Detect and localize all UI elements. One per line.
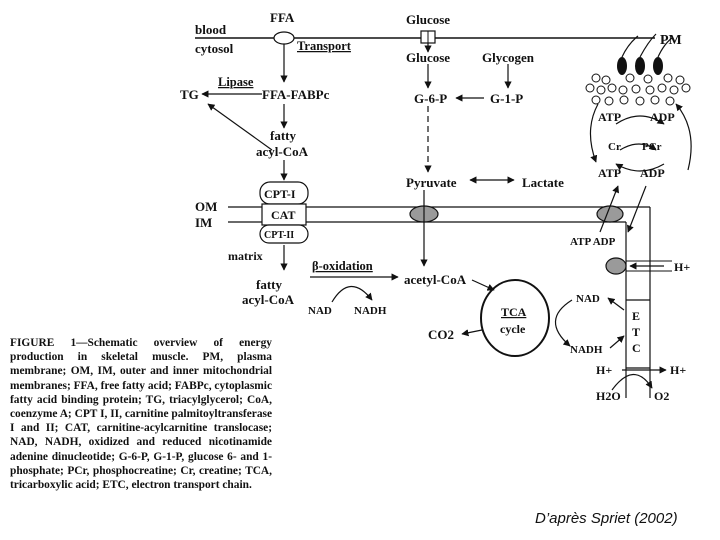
cpt2-box xyxy=(259,224,309,244)
label-etc-c: C xyxy=(632,341,641,355)
label-ffa: FFA xyxy=(270,10,295,25)
label-fatty-1: fatty xyxy=(270,128,296,143)
atp-use-arrow xyxy=(675,103,692,171)
label-o2: O2 xyxy=(654,389,669,403)
water-formation-arrow xyxy=(611,373,653,391)
nad-nadh-left-arrow xyxy=(331,285,373,303)
label-nad-right: NAD xyxy=(576,293,600,305)
label-glycogen: Glycogen xyxy=(482,50,535,65)
nad-nadh-right-arrow xyxy=(554,299,573,347)
label-cytosol: cytosol xyxy=(195,41,234,56)
label-pcr: PCr xyxy=(642,141,662,153)
label-tca: TCA xyxy=(501,305,527,319)
label-cat: CAT xyxy=(271,208,295,222)
atp-adp-top-cycle xyxy=(615,115,665,125)
atp-synthase xyxy=(605,257,627,275)
label-blood: blood xyxy=(195,22,227,37)
label-glucose-cytosol: Glucose xyxy=(406,50,450,65)
label-co2: CO2 xyxy=(428,327,454,342)
adp-atp-translocase xyxy=(596,205,624,223)
label-atp-mid: ATP xyxy=(598,166,621,180)
label-beta-oxidation: β-oxidation xyxy=(312,259,373,273)
label-om: OM xyxy=(195,199,217,214)
label-lipase: Lipase xyxy=(218,75,254,89)
label-nadh-left: NADH xyxy=(354,305,387,317)
adp-import-arrow xyxy=(627,185,647,233)
label-lactate: Lactate xyxy=(522,175,564,190)
label-ffa-fabpc: FFA-FABPc xyxy=(262,87,330,102)
tca-to-co2-arrow xyxy=(461,329,483,337)
label-acetyl-coa: acetyl-CoA xyxy=(404,272,467,287)
label-etc-e: E xyxy=(632,309,640,323)
label-cpt1: CPT-I xyxy=(264,187,296,201)
label-h-plus-right: H+ xyxy=(674,260,690,274)
calcium-stores xyxy=(585,73,691,106)
label-pyruvate: Pyruvate xyxy=(406,175,457,190)
label-glucose-blood: Glucose xyxy=(406,12,450,27)
label-cpt2: CPT-II xyxy=(264,230,294,241)
label-acyl-coa-2: acyl-CoA xyxy=(242,292,295,307)
label-fatty-2: fatty xyxy=(256,277,282,292)
acetylcoa-to-tca-arrow xyxy=(471,279,495,291)
label-g1p: G-1-P xyxy=(490,91,523,106)
etc-to-nad-arrow xyxy=(607,297,625,311)
source-credit: D’après Spriet (2002) xyxy=(535,510,678,527)
label-h-plus-1: H+ xyxy=(596,363,612,377)
label-pm: PM xyxy=(660,33,682,48)
label-tg: TG xyxy=(180,87,199,102)
label-atp-adp: ATP ADP xyxy=(570,236,616,248)
label-atp-top: ATP xyxy=(598,110,621,124)
label-acyl-coa-1: acyl-CoA xyxy=(256,144,309,159)
label-etc-t: T xyxy=(632,325,640,339)
label-nad-left: NAD xyxy=(308,305,332,317)
label-adp-mid: ADP xyxy=(640,166,665,180)
atp-export-arrow xyxy=(599,185,619,233)
label-adp-top: ADP xyxy=(650,110,675,124)
figure-caption: FIGURE 1—Schematic overview of energy pr… xyxy=(10,337,272,492)
tg-return-arrow xyxy=(207,103,273,151)
ffa-transporter xyxy=(273,31,295,45)
label-nadh-right: NADH xyxy=(570,344,603,356)
label-cr: Cr xyxy=(608,141,621,153)
nadh-to-etc-arrow xyxy=(609,335,625,349)
label-transport: Transport xyxy=(297,39,352,53)
contractile-apparatus xyxy=(617,33,673,75)
label-h2o: H2O xyxy=(596,389,621,403)
label-g6p: G-6-P xyxy=(414,91,447,106)
label-matrix: matrix xyxy=(228,249,263,263)
tca-cycle xyxy=(480,279,550,357)
label-h-plus-2: H+ xyxy=(670,363,686,377)
cr-pcr-arrow xyxy=(619,143,657,151)
label-cycle: cycle xyxy=(500,322,526,336)
label-im: IM xyxy=(195,215,212,230)
